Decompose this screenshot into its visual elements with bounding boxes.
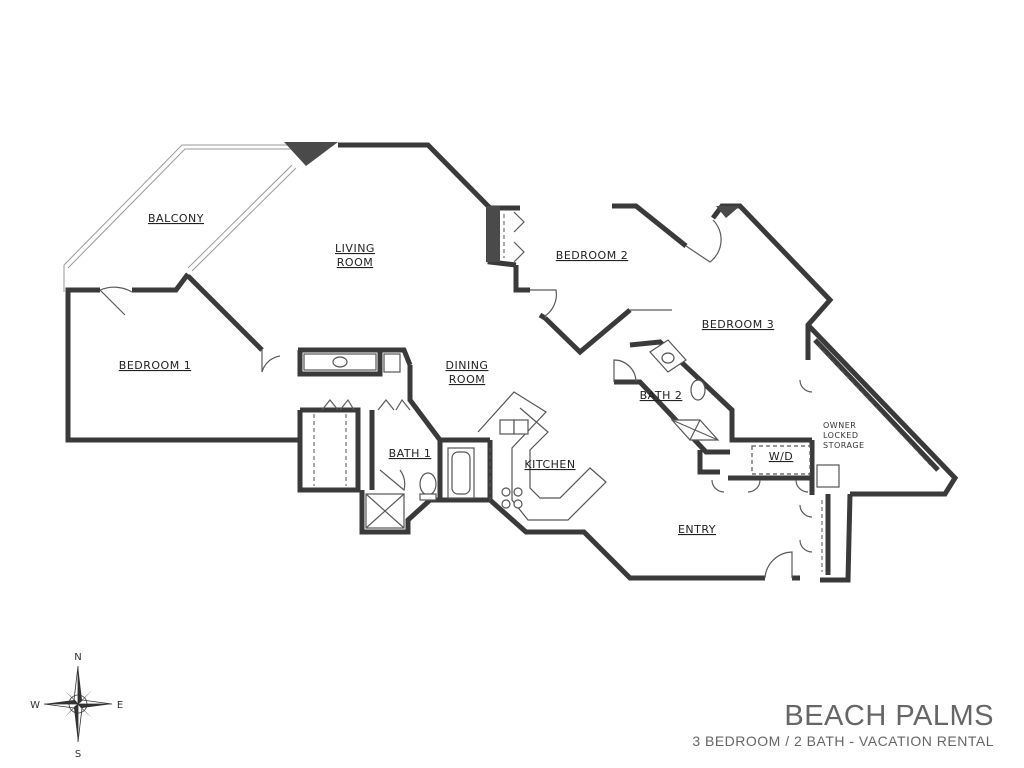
balcony-railing bbox=[63, 144, 297, 292]
label-storage-line1: OWNER bbox=[823, 421, 856, 430]
fixtures bbox=[303, 339, 840, 529]
property-title: BEACH PALMS bbox=[784, 700, 994, 732]
label-living-line2: ROOM bbox=[337, 256, 373, 269]
compass-s: S bbox=[75, 749, 81, 760]
compass-rose: N S E W bbox=[30, 652, 123, 760]
label-wd: W/D bbox=[769, 450, 794, 463]
label-storage-line3: STORAGE bbox=[823, 441, 865, 450]
room-labels: BALCONY LIVING ROOM BEDROOM 2 BEDROOM 3 … bbox=[119, 212, 865, 536]
title-block: BEACH PALMS 3 BEDROOM / 2 BATH - VACATIO… bbox=[692, 700, 994, 750]
doors bbox=[99, 211, 813, 579]
label-dining-line1: DINING bbox=[446, 359, 489, 372]
compass-n: N bbox=[74, 652, 81, 663]
property-subtitle: 3 BEDROOM / 2 BATH - VACATION RENTAL bbox=[692, 733, 994, 749]
structural-columns bbox=[284, 142, 740, 262]
label-living-line1: LIVING bbox=[335, 242, 375, 255]
compass-e: E bbox=[117, 700, 123, 711]
compass-star-icon bbox=[43, 665, 113, 743]
label-bath1: BATH 1 bbox=[389, 447, 432, 460]
label-entry: ENTRY bbox=[678, 523, 716, 536]
label-bedroom3: BEDROOM 3 bbox=[702, 318, 774, 331]
label-storage-line2: LOCKED bbox=[823, 431, 859, 440]
label-balcony: BALCONY bbox=[148, 212, 204, 225]
label-bedroom1: BEDROOM 1 bbox=[119, 359, 191, 372]
label-bath2: BATH 2 bbox=[640, 389, 683, 402]
label-dining-line2: ROOM bbox=[449, 373, 485, 386]
walls bbox=[65, 142, 959, 583]
label-bedroom2: BEDROOM 2 bbox=[556, 249, 628, 262]
closet-shelves bbox=[313, 214, 931, 572]
label-kitchen: KITCHEN bbox=[524, 458, 575, 471]
compass-w: W bbox=[30, 700, 40, 711]
